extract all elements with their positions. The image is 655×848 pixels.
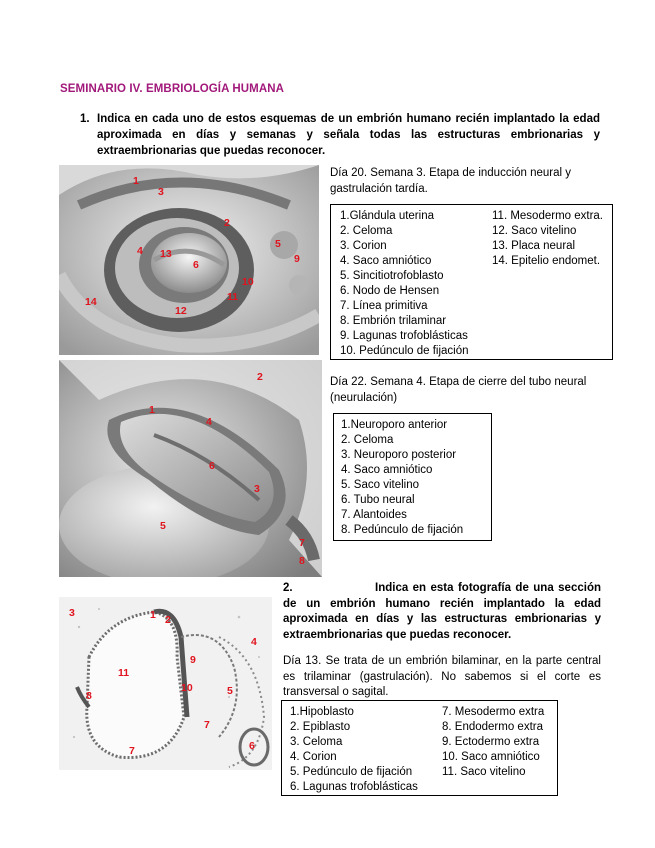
figure-1-label-1: 1 (133, 175, 139, 187)
question-2-number: 2. (283, 582, 293, 594)
legend-item: 2. Epiblasto (290, 721, 351, 733)
figure-3-legend-col-1: 1.Hipoblasto 2. Epiblasto 3. Celoma 4. C… (290, 705, 418, 795)
legend-item: 3. Celoma (290, 736, 343, 748)
legend-item: 2. Celoma (341, 434, 394, 446)
figure-2-legend-box: 1.Neuroporo anterior 2. Celoma 3. Neurop… (333, 413, 492, 541)
question-2: 2.Indica en esta fotografía de una secci… (283, 581, 601, 643)
legend-item: 2. Celoma (340, 225, 393, 237)
figure-1-label-3: 3 (158, 186, 164, 198)
figure-2-label-3: 3 (254, 483, 260, 495)
figure-3-label-9: 9 (190, 654, 196, 666)
figure-1-legend-col-1: 1.Glándula uterina 2. Celoma 3. Corion 4… (340, 209, 469, 359)
figure-1-label-4: 4 (137, 245, 143, 257)
legend-item: 6. Nodo de Hensen (340, 285, 440, 297)
legend-item: 14. Epitelio endomet. (492, 255, 601, 267)
legend-item: 8. Pedúnculo de fijación (341, 524, 464, 536)
figure-3-caption: Día 13. Se trata de un embrión bilaminar… (283, 655, 601, 698)
figure-3-label-7-left: 7 (129, 745, 135, 757)
figure-1-image: 1 3 2 5 9 4 13 6 10 11 12 14 (59, 165, 319, 355)
figure-2-caption: Día 22. Semana 4. Etapa de cierre del tu… (330, 376, 587, 404)
question-1-text: Indica en cada uno de estos esquemas de … (97, 113, 600, 157)
figure-2-label-1: 1 (149, 404, 155, 416)
figure-1-label-10: 10 (242, 276, 254, 288)
legend-item: 7. Línea primitiva (340, 300, 428, 312)
legend-item: 6. Tubo neural (341, 494, 415, 506)
figure-3-label-6: 6 (249, 740, 255, 752)
legend-item: 3. Neuroporo posterior (341, 449, 457, 461)
legend-item: 7. Mesodermo extra (442, 706, 545, 718)
legend-item: 4. Corion (290, 751, 337, 763)
legend-item: 5. Pedúnculo de fijación (290, 766, 413, 778)
legend-item: 5. Saco vitelino (341, 479, 419, 491)
legend-item: 10. Pedúnculo de fijación (340, 345, 469, 357)
figure-1-legend-box: 1.Glándula uterina 2. Celoma 3. Corion 4… (330, 204, 613, 360)
figure-3-label-5: 5 (227, 685, 233, 697)
figure-1-label-11: 11 (227, 291, 239, 303)
figure-1-label-2: 2 (224, 217, 230, 229)
question-1-number: 1. (80, 113, 90, 125)
page-title: SEMINARIO IV. EMBRIOLOGÍA HUMANA (60, 83, 285, 95)
figure-2-label-7: 7 (299, 537, 305, 549)
legend-item: 4. Saco amniótico (340, 255, 432, 267)
figure-2-label-5: 5 (160, 520, 166, 532)
figure-2-legend-col: 1.Neuroporo anterior 2. Celoma 3. Neurop… (341, 418, 463, 538)
question-1: 1. Indica en cada uno de estos esquemas … (80, 111, 600, 159)
figure-1-legend-col-2: 11. Mesodermo extra. 12. Saco vitelino 1… (492, 209, 603, 269)
legend-item: 1.Hipoblasto (290, 706, 354, 718)
figure-3-label-10: 10 (181, 682, 193, 694)
legend-item: 9. Lagunas trofoblásticas (340, 330, 468, 342)
legend-item: 8. Endodermo extra (442, 721, 544, 733)
figure-3-label-11: 11 (118, 667, 130, 679)
figure-1-label-9: 9 (294, 253, 300, 265)
legend-item: 11. Saco vitelino (442, 766, 526, 778)
figure-1-label-13: 13 (160, 248, 172, 260)
figure-3-label-3: 3 (69, 607, 75, 619)
legend-item: 13. Placa neural (492, 240, 576, 252)
legend-item: 4. Saco amniótico (341, 464, 433, 476)
legend-item: 6. Lagunas trofoblásticas (290, 781, 418, 793)
figure-1-label-12: 12 (175, 305, 187, 317)
legend-item: 3. Corion (340, 240, 387, 252)
legend-item: 9. Ectodermo extra (442, 736, 540, 748)
legend-item: 8. Embrión trilaminar (340, 315, 447, 327)
figure-3-label-4: 4 (251, 636, 257, 648)
figure-2-label-8: 8 (299, 555, 305, 567)
figure-1-caption: Día 20. Semana 3. Etapa de inducción neu… (330, 167, 572, 195)
figure-3-image: 3 1 2 4 9 11 10 5 8 7 7 6 (59, 597, 272, 770)
legend-item: 7. Alantoides (341, 509, 407, 521)
figure-3-label-2: 2 (165, 614, 171, 626)
figure-2-label-4: 4 (206, 416, 212, 428)
legend-item: 10. Saco amniótico (442, 751, 540, 763)
figure-1-label-5: 5 (275, 238, 281, 250)
figure-1-label-14: 14 (85, 296, 97, 308)
legend-item: 1.Glándula uterina (340, 210, 434, 222)
figure-3-legend-box: 1.Hipoblasto 2. Epiblasto 3. Celoma 4. C… (281, 700, 558, 796)
legend-item: 11. Mesodermo extra. (492, 210, 604, 222)
figure-2-label-2: 2 (257, 371, 263, 383)
figure-3-legend-col-2: 7. Mesodermo extra 8. Endodermo extra 9.… (442, 705, 544, 780)
figure-2-image: 2 1 4 6 3 5 7 8 (59, 360, 322, 577)
figure-1-label-6: 6 (193, 259, 199, 271)
figure-3-label-7-right: 7 (204, 719, 210, 731)
figure-3-label-1: 1 (150, 609, 156, 621)
legend-item: 1.Neuroporo anterior (341, 419, 448, 431)
question-2-text: Indica en esta fotografía de una sección… (283, 582, 601, 641)
legend-item: 5. Sincitiotrofoblasto (340, 270, 444, 282)
legend-item: 12. Saco vitelino (492, 225, 577, 237)
figure-3-label-8: 8 (86, 690, 92, 702)
figure-2-label-6: 6 (209, 460, 215, 472)
